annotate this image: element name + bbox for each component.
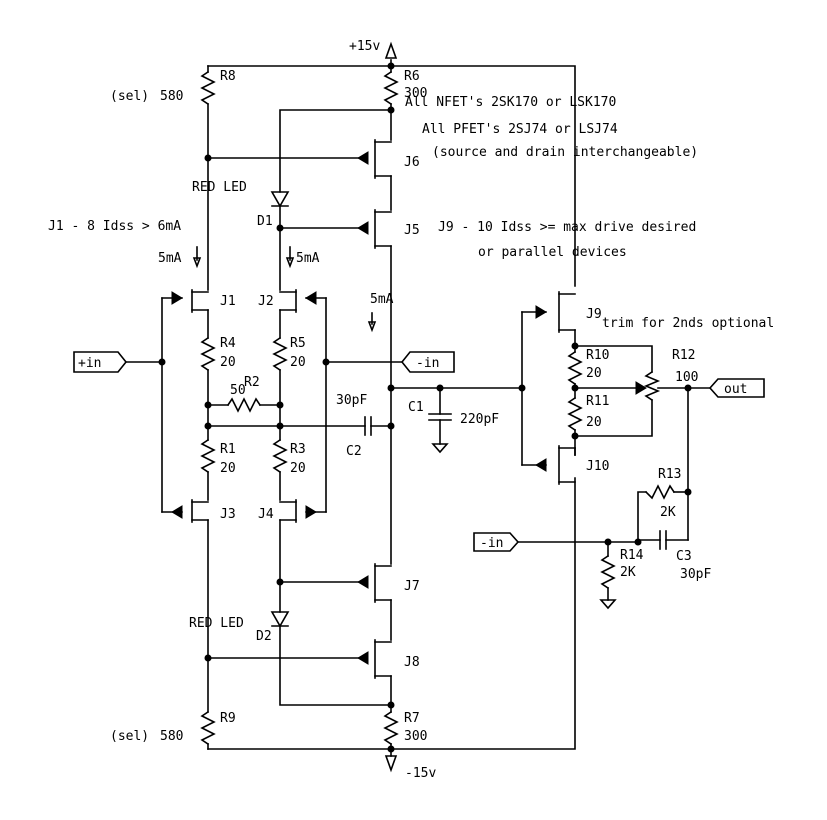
r2-value: 50 [230,383,246,398]
pos-rail-label: +15v [349,39,380,54]
r8-value: 580 [160,89,183,104]
r3-value: 20 [290,461,306,476]
r11-ref: R11 [586,394,609,409]
minus-in-label-2: -in [480,536,503,551]
r7-ref: R7 [404,711,420,726]
r7-value: 300 [404,729,427,744]
j6-gate-arrow [357,151,369,165]
j8-gate-arrow [357,651,369,665]
left-column: R8 (sel) 580 R9 (sel) 580 RED LED RED LE… [110,65,369,750]
r9-value: 580 [160,729,183,744]
c3-ref: C3 [676,549,692,564]
minus-in-label-1: -in [416,356,439,371]
r1-ref: R1 [220,442,236,457]
plus-in-label: +in [78,356,101,371]
plus-in-port: +in [73,297,166,513]
notes: All NFET's 2SK170 or LSK170 All PFET's 2… [48,95,774,331]
r12-trimpot: R12 100 [574,345,711,437]
c3-value: 30pF [680,567,711,582]
r3-ref: R3 [290,442,306,457]
r11-resistor: R11 20 [567,384,609,456]
r8-ref: R8 [220,69,236,84]
neg-rail-label: -15v [405,766,436,781]
j9-ref: J9 [586,307,602,322]
j4-ref: J4 [258,507,274,522]
r4-value: 20 [220,355,236,370]
center-column: R6 300 J6 J5 5mA J7 J8 R7 300 [367,65,427,750]
r10-ref: R10 [586,348,609,363]
r1-value: 20 [220,461,236,476]
r13-ref: R13 [658,467,681,482]
j9-transistor: J9 [521,291,602,466]
j1-ref: J1 [220,294,236,309]
r6-value: 300 [404,86,427,101]
r2-resistor: 50 R2 [207,375,284,413]
r14-resistor: R14 2K [599,541,644,610]
r13-resistor: R13 2K [637,387,692,541]
r2-ref: R2 [244,375,260,390]
r4-ref: R4 [220,336,236,351]
j4-transistor: J4 [258,297,327,523]
d2-ref: D2 [256,629,272,644]
out-port: out [684,378,765,398]
r5-value: 20 [290,355,306,370]
j1-transistor: J1 5mA [158,246,236,339]
c2-value: 30pF [336,393,367,408]
r12-value: 100 [675,370,698,385]
d1-ref: D1 [257,214,273,229]
j2-ref: J2 [258,294,274,309]
r6-ref: R6 [404,69,420,84]
negative-rail: -15v [207,477,576,781]
r9-sel: (sel) [110,729,149,744]
j10-transistor: J10 [521,445,609,485]
j10-ref: J10 [586,459,609,474]
r9-ref: R9 [220,711,236,726]
current-label-3: 5mA [370,292,394,307]
positive-rail: +15v [207,39,576,287]
j3-ref: J3 [220,507,236,522]
d1-led: D1 5mA [257,109,392,291]
r10-value: 20 [586,366,602,381]
note-trim: trim for 2nds optional [602,316,774,331]
r14-ref: R14 [620,548,644,563]
j8-ref: J8 [404,655,420,670]
note-j1-8: J1 - 8 Idss > 6mA [48,219,181,234]
d2-led: D2 [256,519,392,706]
r3-resistor: R3 20 [272,422,306,501]
minus-in-port-1: -in [322,351,455,373]
note-j9-10-a: J9 - 10 Idss >= max drive desired [438,220,696,235]
j5-ref: J5 [404,223,420,238]
r14-value: 2K [620,565,636,580]
out-label: out [724,382,747,397]
r8-sel: (sel) [110,89,149,104]
note-nfet: All NFET's 2SK170 or LSK170 [405,95,616,110]
c3-capacitor: C3 30pF [637,530,711,582]
current-label-2: 5mA [296,251,320,266]
minus-in-port-2: -in [473,532,642,552]
c1-value: 220pF [460,412,499,427]
led1-type: RED LED [192,180,247,195]
j6-ref: J6 [404,155,420,170]
c1-ref: C1 [408,400,424,415]
c1-capacitor: C1 220pF [390,384,526,454]
j2-transistor: J2 [258,289,327,339]
r1-resistor: R1 20 [200,422,236,501]
r5-ref: R5 [290,336,306,351]
c2-ref: C2 [346,444,362,459]
current-label-1: 5mA [158,251,182,266]
j7-ref: J7 [404,579,420,594]
led2-type: RED LED [189,616,244,631]
r13-value: 2K [660,505,676,520]
note-pfet: All PFET's 2SJ74 or LSJ74 [422,122,618,137]
c2-capacitor: 30pF C2 [207,393,395,459]
r11-value: 20 [586,415,602,430]
note-interchange: (source and drain interchangeable) [432,145,698,160]
note-j9-10-b: or parallel devices [478,245,627,260]
j3-transistor: J3 [161,499,236,523]
r12-ref: R12 [672,348,695,363]
